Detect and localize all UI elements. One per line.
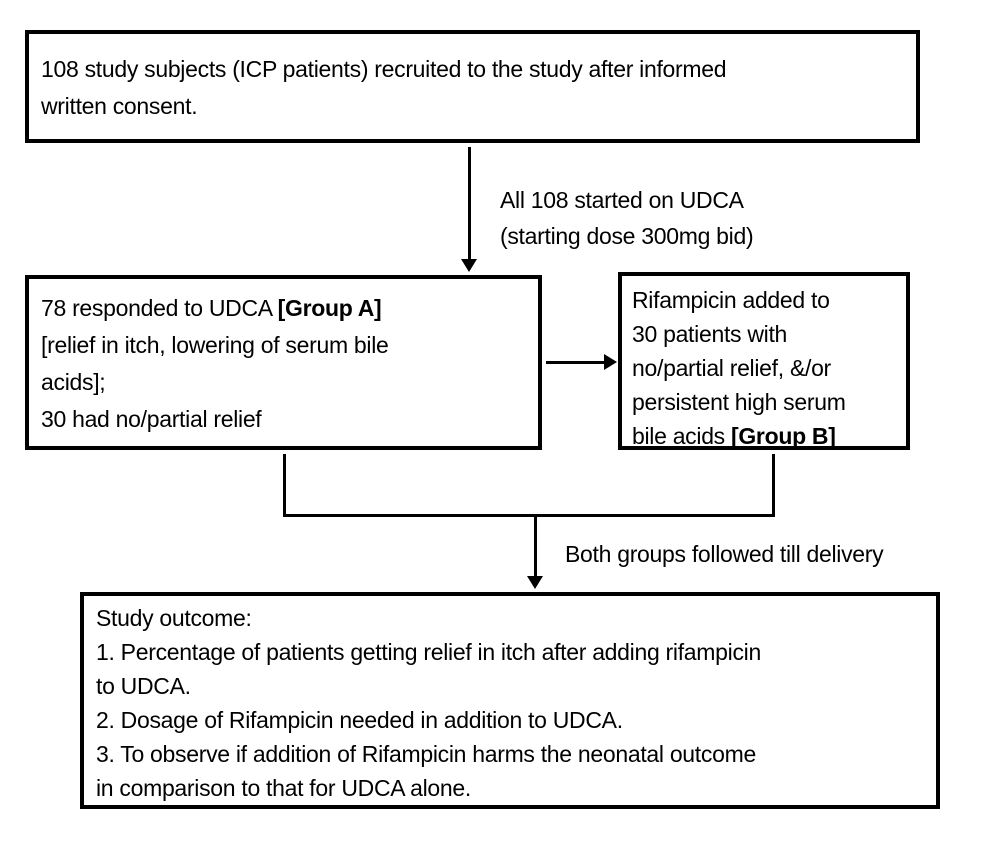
outcome-box: Study outcome: 1. Percentage of patients…: [80, 592, 940, 809]
group-a-line-1: 78 responded to UDCA [Group A]: [41, 290, 526, 327]
group-a-line-4: 30 had no/partial relief: [41, 406, 262, 432]
outcome-item-2: 2. Dosage of Rifampicin needed in additi…: [96, 707, 623, 733]
group-b-line-2: 30 patients with: [632, 321, 788, 347]
arrow-rifampicin-line: [546, 361, 608, 364]
arrow-udca-start-line: [468, 147, 471, 260]
connector-group-a-down-line: [283, 454, 286, 517]
recruitment-box: 108 study subjects (ICP patients) recrui…: [25, 30, 920, 143]
group-b-line-4: persistent high serum: [632, 389, 846, 415]
recruitment-line-1: 108 study subjects (ICP patients) recrui…: [41, 56, 727, 82]
group-a-line-3: acids];: [41, 369, 106, 395]
group-a-label: [Group A]: [277, 295, 382, 321]
group-a-line-2: [relief in itch, lowering of serum bile: [41, 332, 389, 358]
connector-merge-line: [283, 514, 775, 517]
arrow-udca-start-label: All 108 started on UDCA (starting dose 3…: [500, 182, 754, 254]
recruitment-line-2: written consent.: [41, 93, 198, 119]
outcome-item-3-line-1: 3. To observe if addition of Rifampicin …: [96, 741, 756, 767]
group-a-line-1-text: 78 responded to UDCA: [41, 295, 278, 321]
arrow-followup-line: [534, 514, 537, 577]
group-a-box: 78 responded to UDCA [Group A] [relief i…: [25, 275, 542, 450]
connector-group-b-down-line: [772, 454, 775, 517]
outcome-item-1-line-2: to UDCA.: [96, 673, 191, 699]
outcome-item-3-line-2: in comparison to that for UDCA alone.: [96, 775, 471, 801]
udca-start-label-line-1: All 108 started on UDCA: [500, 187, 744, 213]
udca-start-label-line-2: (starting dose 300mg bid): [500, 223, 754, 249]
arrow-udca-start-head-icon: [461, 259, 477, 272]
arrow-rifampicin-head-icon: [604, 354, 617, 370]
group-b-box: Rifampicin added to 30 patients with no/…: [618, 272, 910, 450]
group-b-label: [Group B]: [730, 423, 836, 449]
group-b-line-1: Rifampicin added to: [632, 287, 830, 313]
outcome-item-1-line-1: 1. Percentage of patients getting relief…: [96, 639, 761, 665]
outcome-title: Study outcome:: [96, 605, 252, 631]
group-b-line-5-text: bile acids: [632, 423, 731, 449]
arrow-followup-label: Both groups followed till delivery: [565, 541, 884, 567]
group-b-line-3: no/partial relief, &/or: [632, 355, 831, 381]
arrow-followup-head-icon: [527, 576, 543, 589]
group-b-line-5: bile acids [Group B]: [632, 419, 896, 453]
